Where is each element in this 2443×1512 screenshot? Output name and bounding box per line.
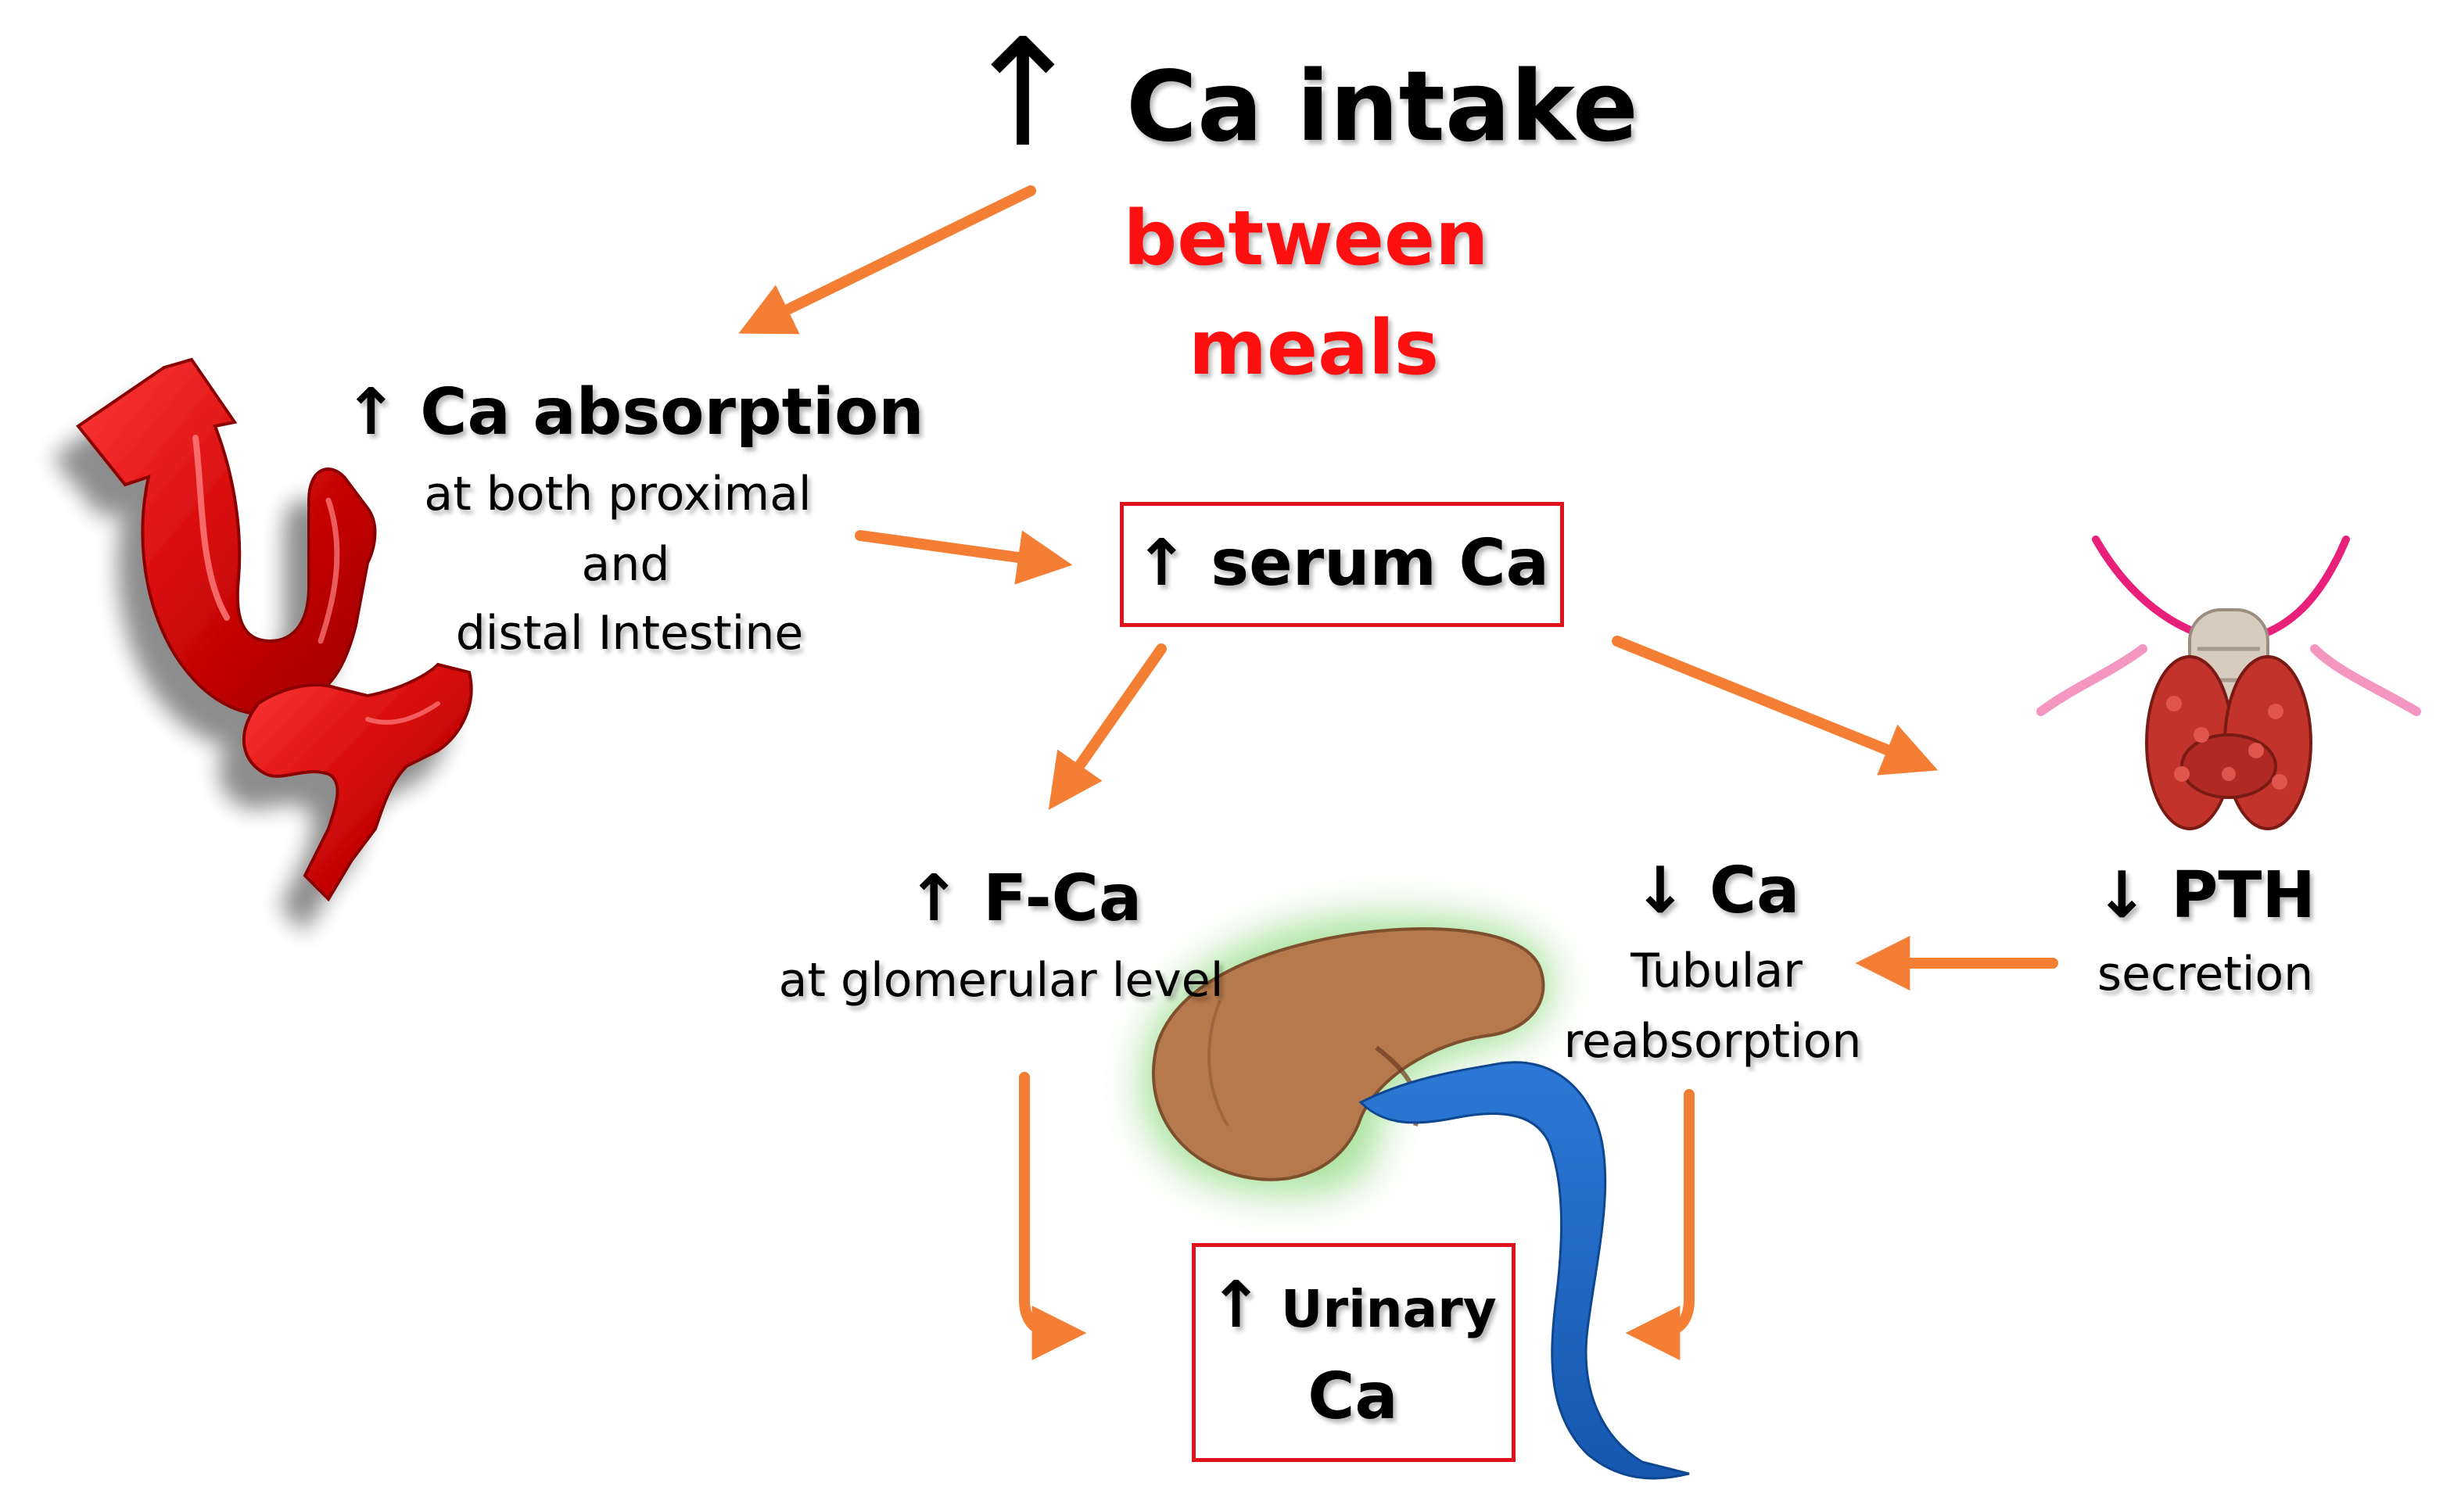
urinary-title: ↑ Urinary	[1196, 1267, 1509, 1349]
up-arrow-icon: ↑	[906, 862, 961, 936]
thyroid-illustration	[2036, 536, 2421, 830]
arrow-serum-to-pth	[1612, 636, 1939, 776]
tubular-line2: reabsorption	[1563, 1014, 1862, 1069]
intake-title: Ca intake	[1126, 51, 1638, 163]
fca-label: F-Ca	[983, 862, 1143, 936]
up-arrow-icon: ↑	[344, 375, 398, 450]
tubular-ca-label: Ca	[1709, 854, 1800, 928]
arrow-tubular-to-urinary	[1625, 1089, 1695, 1360]
urinary-ca-label: Ca	[1308, 1360, 1398, 1434]
down-arrow-icon: ↓	[2095, 858, 2149, 933]
serum-ca-box	[1120, 502, 1564, 627]
serum-ca-label: ↑ serum Ca	[1120, 518, 1564, 610]
ureter-illustration	[1358, 1061, 1690, 1480]
intake-qualifier-meals: meals	[1189, 304, 1439, 392]
absorption-line2: and	[581, 537, 670, 592]
tubular-title: ↓ Ca	[1564, 846, 1869, 937]
absorption-label: Ca absorption	[420, 375, 924, 450]
absorption-line1: at both proximal	[424, 467, 812, 521]
kidney-illustration	[1142, 915, 1553, 1195]
pth-detail: secretion	[2097, 947, 2314, 1001]
fca-detail: at glomerular level	[778, 953, 1224, 1008]
absorption-title: ↑ Ca absorption	[344, 367, 924, 458]
arrow-intake-to-absorption	[738, 185, 1036, 335]
up-arrow-icon: ↑	[1209, 1268, 1263, 1342]
intake-qualifier-between: between	[1123, 195, 1489, 282]
arrow-serum-to-fca	[1048, 643, 1167, 811]
intestine-illustration	[76, 357, 473, 902]
serum-label: serum Ca	[1211, 526, 1550, 600]
tubular-line1: Tubular	[1630, 944, 1803, 998]
up-arrow-icon: ↑	[1134, 526, 1189, 600]
fca-title: ↑ F-Ca	[821, 854, 1228, 944]
down-arrow-icon: ↓	[1633, 854, 1688, 928]
pth-label: PTH	[2171, 858, 2316, 933]
intake-arrow-symbol: ↑	[960, 7, 1085, 180]
urinary-ca-box	[1192, 1243, 1516, 1462]
arrow-fca-to-urinary	[1019, 1072, 1087, 1360]
arrow-absorption-to-serum	[855, 530, 1073, 585]
absorption-line3: distal Intestine	[455, 606, 804, 661]
urinary-label: Urinary	[1280, 1279, 1497, 1339]
pth-title: ↓ PTH	[2065, 851, 2346, 941]
